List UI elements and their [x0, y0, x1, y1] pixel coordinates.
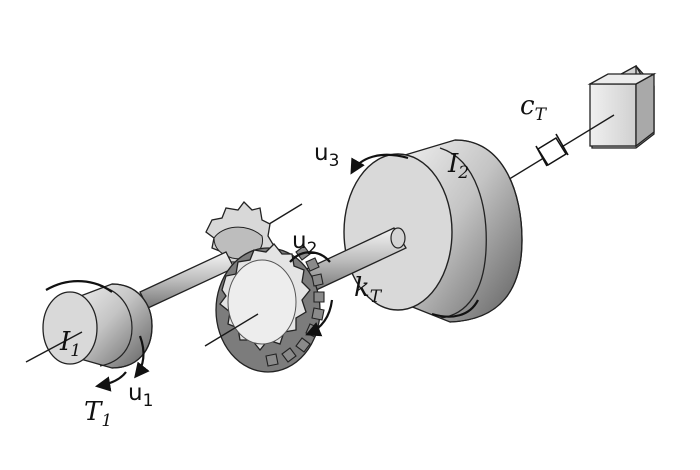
label-u3: u3: [314, 140, 339, 171]
gear-wheel: [215, 243, 325, 373]
label-T1: T1: [84, 397, 112, 431]
I1-axis: [25, 331, 83, 363]
label-I2: I2: [447, 149, 469, 183]
label-u1: u1: [128, 380, 153, 411]
u2-rotation-arc: [289, 251, 331, 263]
damper-cT: [535, 133, 569, 167]
T1-arrow: [94, 371, 127, 392]
label-kT: kT: [354, 273, 383, 307]
u2-rotation-arrow: [305, 299, 334, 337]
fixed-wall: [587, 64, 657, 149]
label-cT: cT: [520, 91, 548, 125]
u3-rotation-arrow: [350, 153, 409, 175]
u1-arrow: [134, 335, 150, 379]
label-u2: u2: [292, 228, 317, 259]
gear-axis: [204, 313, 259, 347]
T1-arc-top: [45, 280, 113, 293]
u3-rotation-arc-bottom: [431, 299, 479, 318]
label-I1: I1: [59, 327, 81, 361]
